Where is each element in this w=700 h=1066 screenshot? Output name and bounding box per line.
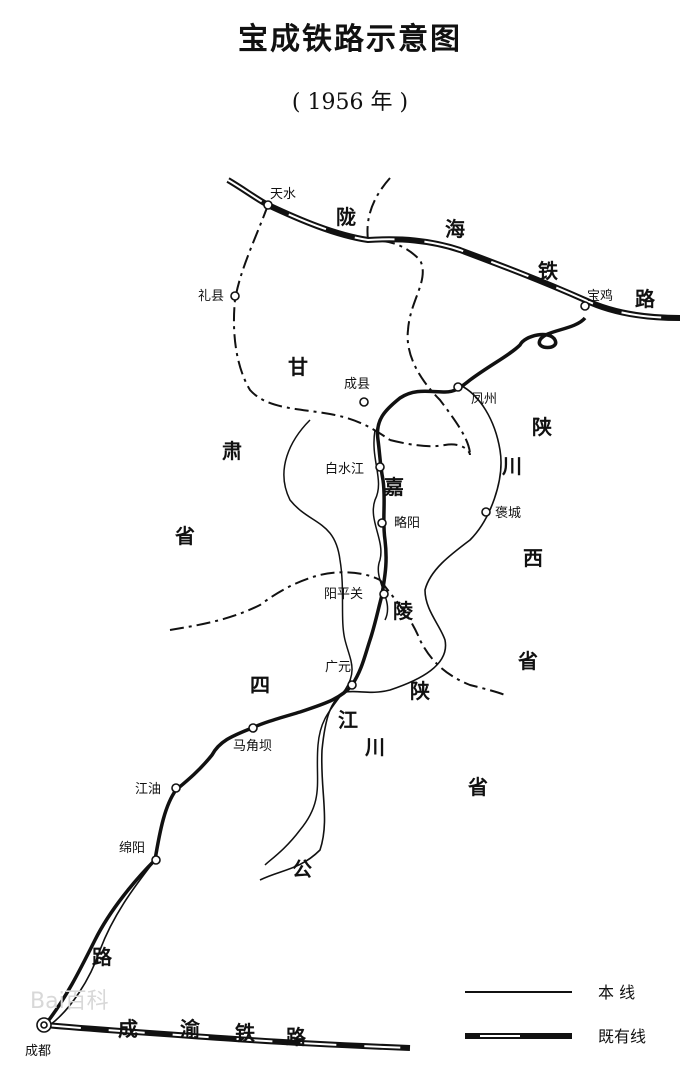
route-label-chuanshan-3: 公: [292, 857, 312, 881]
city-marker-baocheng: [481, 507, 491, 517]
map-title: 宝成铁路示意图: [238, 22, 462, 57]
legend-existing-line-label: 既有线: [598, 1027, 646, 1046]
city-marker-fengzhou: [453, 382, 463, 392]
gansu-shaanxi-boundary: [389, 439, 471, 456]
city-marker-chengxian: [359, 397, 369, 407]
route-label-longhai-1: 陇: [336, 205, 356, 229]
province-label-sichuan-3: 省: [467, 775, 488, 799]
province-label-sichuan-1: 四: [250, 673, 270, 697]
province-label-sichuan-2: 川: [364, 735, 385, 759]
legend: 本 线 既有线: [465, 983, 646, 1046]
city-label-baocheng: 褒城: [495, 506, 521, 521]
city-label-fengzhou: 凤州: [471, 392, 497, 407]
gansu-shaanxi-boundary-north: [366, 177, 471, 456]
province-label-gansu-1: 甘: [288, 355, 308, 379]
baocheng-main-line: [43, 316, 587, 1027]
province-label-gansu-2: 肃: [222, 439, 242, 463]
city-marker-baishuijiang: [375, 462, 385, 472]
route-label-chengyu-3: 铁: [235, 1021, 255, 1045]
chuan-shaan-highway: [49, 384, 502, 1026]
city-label-chengdu: 成都: [25, 1044, 51, 1059]
city-label-chengxian: 成县: [344, 377, 370, 392]
city-label-mianyang: 绵阳: [119, 841, 145, 856]
city-marker-mianyang: [151, 855, 161, 865]
route-label-chengyu-2: 渝: [180, 1017, 201, 1041]
river-label-jialing-1: 嘉: [383, 475, 404, 499]
river-label-jialing-2: 陵: [393, 599, 414, 623]
legend-main-line-label: 本 线: [598, 983, 635, 1002]
province-label-shaanxi-3: 省: [517, 649, 538, 673]
gansu-boundary-west: [232, 204, 391, 441]
route-label-longhai-4: 路: [635, 287, 656, 311]
province-label-shaanxi-2: 西: [523, 546, 543, 570]
gansu-sichuan-boundary: [169, 571, 381, 631]
city-label-yangpingguan: 阳平关: [324, 587, 363, 602]
city-marker-lueyang: [377, 518, 387, 528]
route-label-longhai-3: 铁: [538, 259, 558, 283]
city-marker-majiaoba: [248, 723, 258, 733]
route-label-chengyu-1: 成: [118, 1017, 138, 1041]
city-label-jiangyou: 江油: [135, 782, 161, 797]
city-marker-jiangyou: [171, 783, 181, 793]
city-label-baoji: 宝鸡: [587, 288, 613, 304]
province-boundaries: [169, 177, 506, 696]
chengyu-railway-inner: [44, 1024, 411, 1049]
map-subtitle: ( 1956 年 ): [291, 90, 409, 115]
route-label-chuanshan-2: 陕: [410, 679, 430, 703]
city-marker-baoji: [580, 301, 590, 311]
chengyu-railway-outer: [44, 1022, 411, 1051]
city-label-majiaoba: 马角坝: [233, 739, 272, 754]
city-marker-tianshui: [263, 200, 273, 210]
sichuan-shaanxi-boundary: [379, 579, 506, 696]
city-marker-chengdu-inner: [40, 1021, 48, 1029]
province-label-shaanxi-1: 陕: [532, 415, 552, 439]
longhai-railway-inner: [227, 179, 681, 319]
route-label-longhai-2: 海: [445, 217, 465, 241]
watermark: Bai百科: [30, 989, 109, 1014]
city-label-lueyang: 略阳: [394, 515, 420, 531]
city-label-lixian: 礼县: [198, 288, 224, 304]
city-markers: [36, 200, 590, 1033]
route-label-chuanshan-4: 路: [92, 945, 113, 969]
city-label-baishuijiang: 白水江: [325, 461, 364, 477]
province-label-gansu-3: 省: [174, 524, 195, 548]
route-label-chengyu-4: 路: [286, 1025, 307, 1049]
city-marker-yangpingguan: [379, 589, 389, 599]
city-marker-guangyuan: [347, 680, 357, 690]
city-label-tianshui: 天水: [270, 187, 296, 202]
route-label-chuanshan-1: 川: [501, 454, 522, 478]
city-marker-lixian: [230, 291, 240, 301]
city-label-guangyuan: 广元: [325, 660, 351, 675]
river-label-jialing-3: 江: [338, 708, 358, 732]
